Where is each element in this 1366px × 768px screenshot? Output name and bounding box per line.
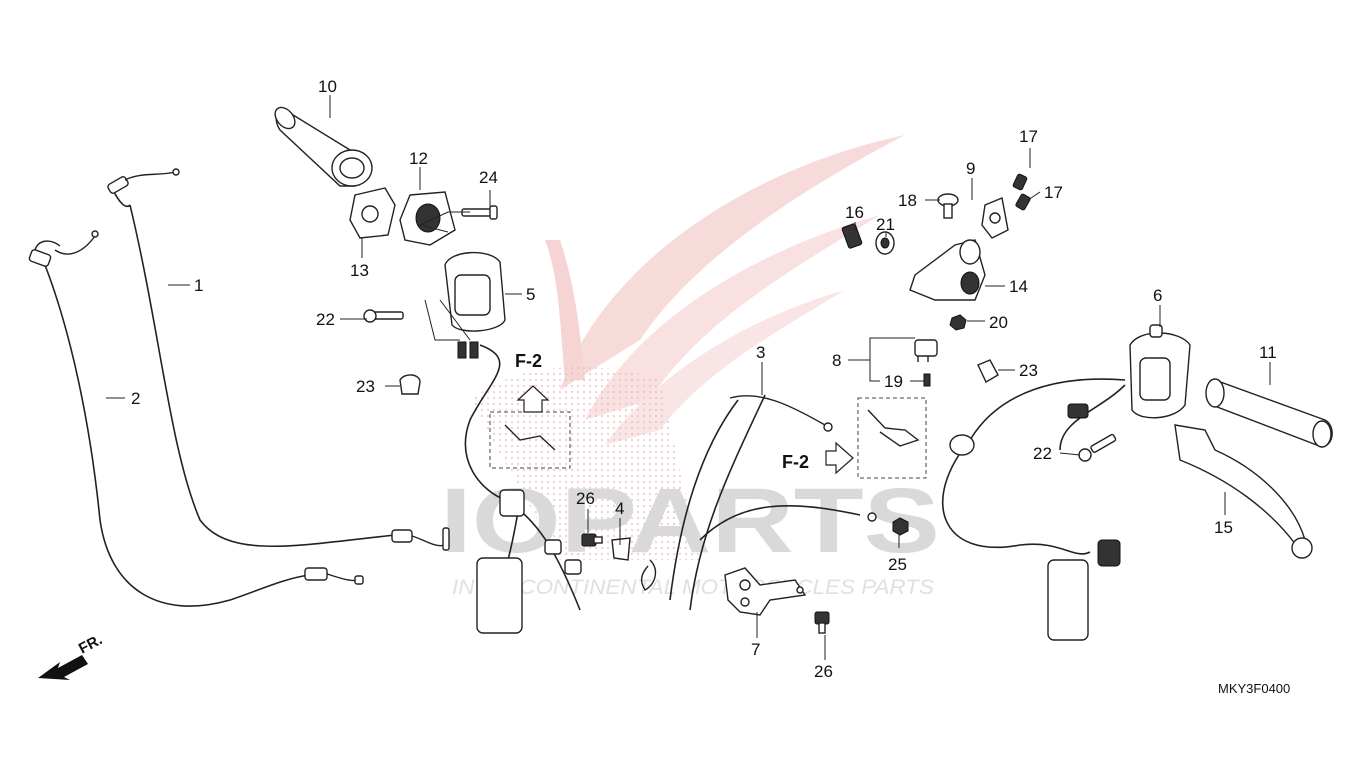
- nut-part-25: [892, 517, 909, 536]
- ref-box-mid: [825, 397, 927, 479]
- clutch-switch-part-8: [914, 339, 938, 362]
- callout-20: 20: [989, 313, 1008, 332]
- bolt-part-17-top: [1012, 173, 1028, 191]
- ref-label-mid: F-2: [782, 452, 809, 472]
- callout-2: 2: [131, 389, 140, 408]
- callout-9: 9: [966, 159, 975, 178]
- callout-7: 7: [751, 640, 760, 659]
- callout-10: 10: [318, 77, 337, 96]
- callout-23-left: 23: [356, 377, 375, 396]
- bolt-part-17-side: [1015, 193, 1031, 211]
- throttle-housing-part-12: [399, 191, 456, 246]
- callout-6: 6: [1153, 286, 1162, 305]
- callout-12: 12: [409, 149, 428, 168]
- callout-17-side: 17: [1044, 183, 1063, 202]
- callout-23-right: 23: [1019, 361, 1038, 380]
- callout-26-right: 26: [814, 662, 833, 681]
- callout-13: 13: [350, 261, 369, 280]
- nut-part-20: [949, 314, 967, 331]
- callout-8: 8: [832, 351, 841, 370]
- right-switch-harness: [942, 378, 1126, 641]
- grip-part-11: [1205, 378, 1333, 448]
- throttle-housing-part-13: [349, 187, 396, 239]
- leader-lines: [106, 95, 1271, 660]
- callout-11: 11: [1259, 343, 1277, 362]
- clamp-part-23-right: [977, 359, 999, 383]
- bracket-part-7: [724, 567, 807, 616]
- callout-16: 16: [845, 203, 864, 222]
- holder-part-9: [981, 197, 1009, 239]
- throttle-cable-2: [28, 230, 364, 607]
- clamp-part-23-left: [399, 374, 421, 395]
- front-label: FR.: [76, 631, 105, 657]
- pin-part-16: [841, 223, 863, 249]
- throttle-grip-part-10: [274, 106, 373, 187]
- watermark-brand: IOPARTS: [440, 470, 940, 572]
- washer-part-21: [875, 231, 895, 255]
- callout-26-left: 26: [576, 489, 595, 508]
- screw-part-22-right: [1078, 433, 1117, 462]
- bolt-part-18: [937, 193, 959, 219]
- diagram-code: MKY3F0400: [1218, 681, 1290, 696]
- callout-22-left: 22: [316, 310, 335, 329]
- screw-part-24: [461, 205, 498, 220]
- callout-18: 18: [898, 191, 917, 210]
- callout-5: 5: [526, 285, 535, 304]
- front-arrow-icon: [38, 655, 88, 680]
- bolt-part-26-right: [814, 611, 830, 634]
- callout-19: 19: [884, 372, 903, 391]
- left-switch-part-5: [444, 251, 506, 359]
- left-switch-harness: [464, 344, 582, 634]
- wing-logo: [470, 135, 905, 560]
- watermark: IOPARTS INTERCONTINENTAL MOTORCYCLES PAR…: [440, 135, 940, 599]
- lever-part-15: [1174, 424, 1313, 559]
- callout-25: 25: [888, 555, 907, 574]
- callout-15: 15: [1214, 518, 1233, 537]
- clutch-cable-part-3: [669, 394, 877, 611]
- ref-box-left: [489, 385, 571, 469]
- ref-label-left: F-2: [515, 351, 542, 371]
- callout-22-right: 22: [1033, 444, 1052, 463]
- bolt-part-26-left: [581, 533, 603, 547]
- right-switch-part-6: [1129, 324, 1191, 419]
- callout-1: 1: [194, 276, 203, 295]
- callout-4: 4: [615, 499, 624, 518]
- callout-3: 3: [756, 343, 765, 362]
- lever-holder-part-14: [909, 239, 986, 301]
- callout-24: 24: [479, 168, 498, 187]
- callout-21: 21: [876, 215, 895, 234]
- callout-17-top: 17: [1019, 127, 1038, 146]
- callouts: 10 1 2 12 13 24 5 22 23 26 4 3 7 26 25 1…: [131, 77, 1277, 681]
- callout-14: 14: [1009, 277, 1028, 296]
- throttle-cable-1: [107, 168, 450, 551]
- bracket-part-4: [611, 537, 657, 591]
- screw-part-22-left: [363, 309, 404, 323]
- screw-part-19: [923, 373, 931, 387]
